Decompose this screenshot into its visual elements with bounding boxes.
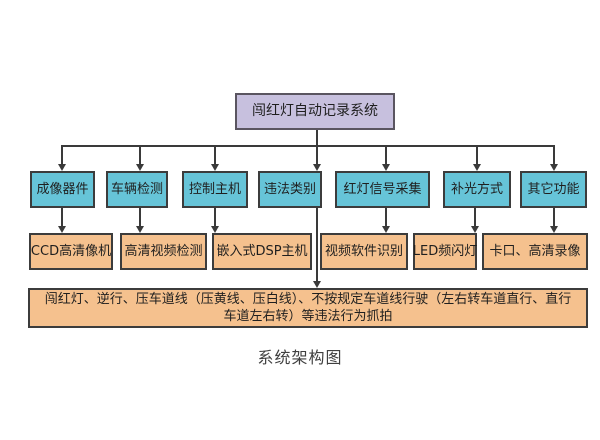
connector-distribution-line bbox=[61, 145, 555, 147]
arrowhead-l2-1 bbox=[58, 164, 66, 171]
diagram-node-video-software-recognition: 视频软件识别 bbox=[320, 233, 408, 270]
diagram-node-vehicle-detection: 车辆检测 bbox=[106, 171, 168, 208]
diagram-caption: 系统架构图 bbox=[257, 348, 343, 367]
diagram-node-violation-behaviors: 闯红灯、逆行、压车道线（压黄线、压白线）、不按规定车道线行驶（左右转车道直行、直… bbox=[28, 288, 588, 328]
diagram-node-control-host: 控制主机 bbox=[182, 171, 248, 208]
connector-l2-1 bbox=[61, 145, 63, 164]
diagram-node-fill-light-mode: 补光方式 bbox=[443, 171, 511, 208]
diagram-node-hd-video-detection: 高清视频检测 bbox=[120, 233, 207, 270]
diagram-node-ccd-hd-camera: CCD高清像机 bbox=[29, 233, 113, 270]
diagram-node-other-functions: 其它功能 bbox=[520, 171, 587, 208]
connector-root-trunk bbox=[316, 130, 318, 147]
arrowhead-l3-6 bbox=[550, 226, 558, 233]
connector-l2-5 bbox=[385, 145, 387, 164]
diagram-node-violation-type: 违法类别 bbox=[258, 171, 322, 208]
connector-l3-2 bbox=[139, 208, 141, 226]
arrowhead-l3-3 bbox=[211, 226, 219, 233]
connector-l3-5 bbox=[474, 208, 476, 226]
connector-l2-4 bbox=[316, 145, 318, 164]
connector-l2-7 bbox=[553, 145, 555, 164]
arrowhead-l3-1 bbox=[58, 226, 66, 233]
connector-l3-6 bbox=[553, 208, 555, 226]
connector-violation-to-bottom bbox=[316, 208, 318, 281]
diagram-node-redlight-signal-collection: 红灯信号采集 bbox=[335, 171, 430, 208]
diagram-node-led-strobe-light: LED频闪灯 bbox=[413, 233, 477, 270]
connector-l2-2 bbox=[139, 145, 141, 164]
diagram-node-checkpoint-hd-recording: 卡口、高清录像 bbox=[482, 233, 588, 270]
arrowhead-l2-3 bbox=[211, 164, 219, 171]
connector-l2-6 bbox=[476, 145, 478, 164]
connector-l3-1 bbox=[61, 208, 63, 226]
arrowhead-l2-2 bbox=[136, 164, 144, 171]
diagram-node-embedded-dsp-host: 嵌入式DSP主机 bbox=[212, 233, 312, 270]
connector-l2-3 bbox=[214, 145, 216, 164]
connector-l3-3 bbox=[214, 208, 216, 226]
arrowhead-l2-4 bbox=[313, 164, 321, 171]
diagram-node-imaging-device: 成像器件 bbox=[30, 171, 95, 208]
arrowhead-l3-4 bbox=[382, 226, 390, 233]
arrowhead-l2-7 bbox=[550, 164, 558, 171]
connector-l3-4 bbox=[385, 208, 387, 226]
arrowhead-l3-5 bbox=[471, 226, 479, 233]
violation-behaviors-text: 闯红灯、逆行、压车道线（压黄线、压白线）、不按规定车道线行驶（左右转车道直行、直… bbox=[44, 292, 572, 324]
diagram-node-root: 闯红灯自动记录系统 bbox=[235, 93, 395, 130]
arrowhead-l2-6 bbox=[473, 164, 481, 171]
arrowhead-l2-5 bbox=[382, 164, 390, 171]
arrowhead-violation-to-bottom bbox=[313, 281, 321, 288]
arrowhead-l3-2 bbox=[136, 226, 144, 233]
